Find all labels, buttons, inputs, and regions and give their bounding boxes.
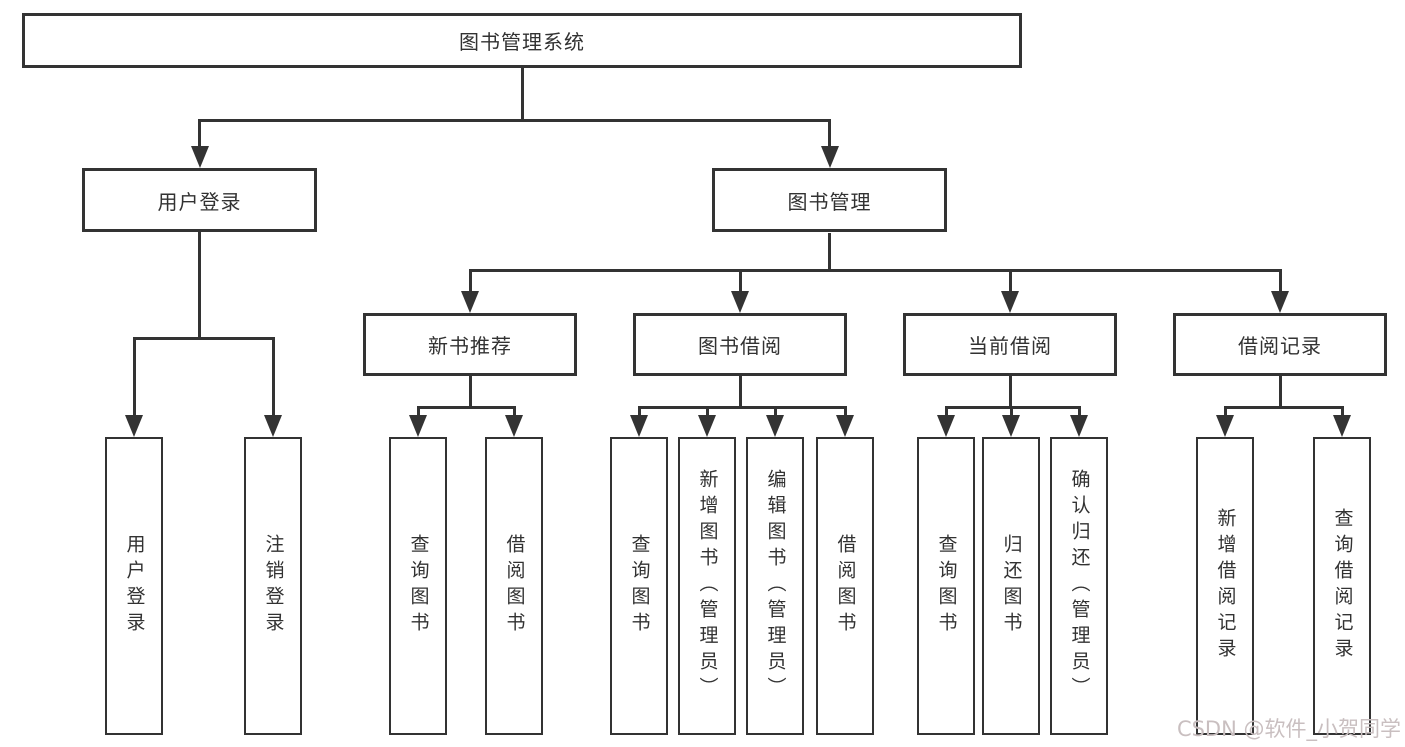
arrowhead-down-icon (1002, 415, 1020, 437)
connector-group3-drop (843, 407, 847, 417)
node-new-book-recommend-label: 新书推荐 (428, 334, 512, 358)
node-new-book-recommend: 新书推荐 (363, 313, 577, 376)
leaf-add-borrow-record-label: 新增借阅记录 (1214, 508, 1237, 664)
node-library-system: 图书管理系统 (22, 13, 1022, 68)
node-book-management-label: 图书管理 (787, 189, 872, 214)
connector-group1-hline (132, 336, 275, 340)
arrowhead-down-icon (1271, 291, 1289, 313)
connector-user-login-drop (198, 120, 201, 148)
leaf-confirm-return-admin: 确认归还（管理员） (1050, 437, 1108, 735)
leaf-edit-book-admin-label: 编辑图书（管理员） (764, 469, 787, 703)
arrowhead-down-icon (698, 415, 716, 437)
leaf-return-books-label: 归还图书 (1000, 534, 1023, 638)
node-current-borrowing: 当前借阅 (903, 313, 1117, 376)
arrowhead-down-icon (409, 415, 427, 437)
leaf-borrow-books-1: 借阅图书 (485, 437, 543, 735)
leaf-add-borrow-record: 新增借阅记录 (1196, 437, 1254, 735)
leaf-borrow-books-1-label: 借阅图书 (503, 534, 526, 638)
connector-group3-drop (637, 407, 641, 417)
connector-level3-drop (1008, 270, 1012, 293)
connector-group4-drop (1009, 407, 1013, 417)
connector-group1-drop (271, 338, 275, 418)
connector-group5-drop (1223, 407, 1227, 417)
connector-level3-hline (468, 268, 1282, 272)
arrowhead-down-icon (505, 415, 523, 437)
leaf-return-books: 归还图书 (982, 437, 1040, 735)
leaf-add-book-admin: 新增图书（管理员） (678, 437, 736, 735)
leaf-query-books-2: 查询图书 (610, 437, 668, 735)
connector-current-borrow-stem (1008, 376, 1012, 407)
leaf-logout-label: 注销登录 (262, 534, 285, 638)
leaf-query-borrow-record: 查询借阅记录 (1313, 437, 1371, 735)
leaf-confirm-return-admin-label: 确认归还（管理员） (1068, 469, 1091, 703)
arrowhead-down-icon (264, 415, 282, 437)
node-book-borrowing-label: 图书借阅 (698, 334, 782, 358)
arrowhead-down-icon (731, 291, 749, 313)
connector-level3-drop (738, 270, 742, 293)
connector-book-mgmt-stem (828, 233, 831, 270)
arrowhead-down-icon (125, 415, 143, 437)
leaf-user-login: 用户登录 (105, 437, 163, 735)
connector-level2-hline (198, 118, 831, 122)
connector-group1-drop (132, 338, 136, 418)
connector-group5-hline (1223, 405, 1344, 409)
connector-book-borrow-stem (738, 376, 742, 407)
leaf-edit-book-admin: 编辑图书（管理员） (746, 437, 804, 735)
connector-new-books-stem (468, 376, 472, 407)
connector-group3-drop (773, 407, 777, 417)
connector-book-mgmt-drop (828, 120, 831, 148)
arrowhead-down-icon (1001, 291, 1019, 313)
connector-root-stem (520, 68, 524, 120)
node-user-login-label: 用户登录 (157, 189, 242, 214)
leaf-logout: 注销登录 (244, 437, 302, 735)
arrowhead-down-icon (820, 146, 839, 168)
node-book-borrowing: 图书借阅 (633, 313, 847, 376)
connector-level3-drop (1278, 270, 1282, 293)
connector-group3-drop (705, 407, 709, 417)
node-current-borrowing-label: 当前借阅 (968, 334, 1052, 358)
leaf-borrow-books-2: 借阅图书 (816, 437, 874, 735)
connector-user-login-stem (198, 232, 201, 338)
connector-group4-drop (944, 407, 948, 417)
connector-group4-drop (1077, 407, 1081, 417)
node-library-system-label: 图书管理系统 (459, 30, 585, 54)
connector-group5-drop (1340, 407, 1344, 417)
node-user-login: 用户登录 (82, 168, 317, 232)
arrowhead-down-icon (766, 415, 784, 437)
connector-group4-hline (944, 405, 1081, 409)
arrowhead-down-icon (937, 415, 955, 437)
arrowhead-down-icon (630, 415, 648, 437)
arrowhead-down-icon (1070, 415, 1088, 437)
leaf-query-books-1-label: 查询图书 (407, 534, 430, 638)
connector-group2-hline (416, 405, 516, 409)
leaf-query-books-3: 查询图书 (917, 437, 975, 735)
connector-group2-drop (416, 407, 420, 417)
node-book-management: 图书管理 (712, 168, 947, 232)
arrowhead-down-icon (836, 415, 854, 437)
leaf-query-books-1: 查询图书 (389, 437, 447, 735)
connector-level3-drop (468, 270, 472, 293)
arrowhead-down-icon (1216, 415, 1234, 437)
leaf-query-books-2-label: 查询图书 (628, 534, 651, 638)
leaf-borrow-books-2-label: 借阅图书 (834, 534, 857, 638)
node-borrowing-records: 借阅记录 (1173, 313, 1387, 376)
arrowhead-down-icon (190, 146, 209, 168)
connector-group2-drop (512, 407, 516, 417)
connector-borrow-record-stem (1278, 376, 1282, 407)
leaf-user-login-label: 用户登录 (123, 534, 146, 638)
leaf-query-borrow-record-label: 查询借阅记录 (1331, 508, 1354, 664)
csdn-watermark: CSDN @软件_小贺同学 (1176, 717, 1401, 741)
leaf-query-books-3-label: 查询图书 (935, 534, 958, 638)
leaf-add-book-admin-label: 新增图书（管理员） (696, 469, 719, 703)
node-borrowing-records-label: 借阅记录 (1238, 334, 1322, 358)
connector-group3-hline (637, 405, 847, 409)
arrowhead-down-icon (461, 291, 479, 313)
arrowhead-down-icon (1333, 415, 1351, 437)
